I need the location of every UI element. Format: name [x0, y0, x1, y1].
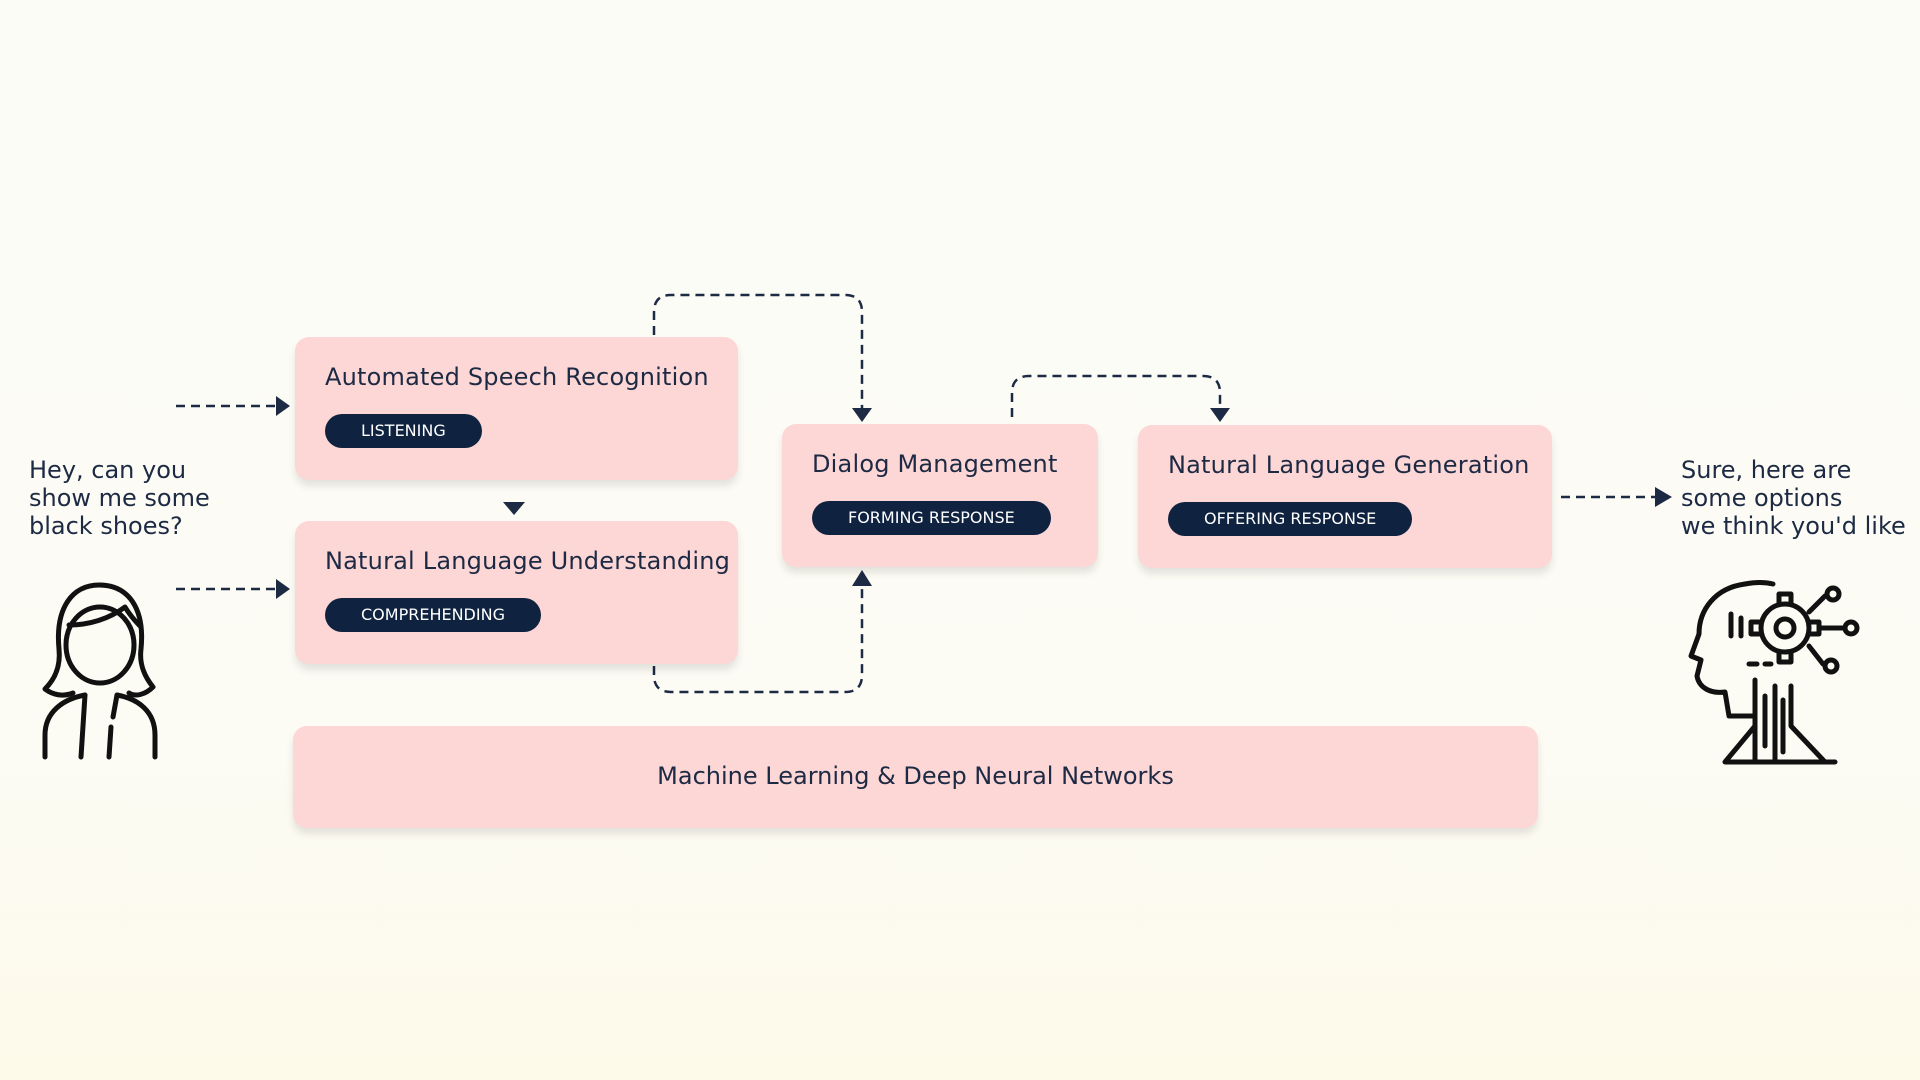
arrowhead: [852, 408, 872, 422]
nlg-badge: OFFERING RESPONSE: [1168, 502, 1413, 536]
arrowhead: [276, 396, 290, 416]
nlu-badge: COMPREHENDING: [325, 598, 541, 632]
ai-head-gear-icon: [1688, 580, 1860, 765]
arrowhead: [1210, 408, 1230, 422]
ml-foundation-box: Machine Learning & Deep Neural Networks: [293, 726, 1538, 828]
asr-title: Automated Speech Recognition: [325, 363, 709, 391]
nlu-box: Natural Language Understanding COMPREHEN…: [295, 521, 738, 664]
arrowhead: [852, 570, 872, 586]
woman-user-icon: [42, 582, 158, 760]
asr-badge: LISTENING: [325, 414, 482, 448]
arrowhead: [1655, 487, 1672, 507]
arrowhead: [276, 579, 290, 599]
nlg-title: Natural Language Generation: [1168, 451, 1530, 479]
asr-box: Automated Speech Recognition LISTENING: [295, 337, 738, 480]
nlu-to-dm-connector: [652, 584, 864, 694]
dm-box: Dialog Management FORMING RESPONSE: [782, 424, 1098, 567]
ml-foundation-label: Machine Learning & Deep Neural Networks: [657, 762, 1174, 790]
nlu-title: Natural Language Understanding: [325, 547, 731, 575]
asr-to-nlu-arrowhead: [503, 502, 525, 515]
dm-to-nlg-connector: [1010, 374, 1222, 417]
dm-title: Dialog Management: [812, 450, 1058, 478]
dm-badge: FORMING RESPONSE: [812, 501, 1051, 535]
nlg-box: Natural Language Generation OFFERING RES…: [1138, 425, 1552, 568]
user-utterance: Hey, can you show me some black shoes?: [29, 456, 210, 540]
assistant-utterance: Sure, here are some options we think you…: [1681, 456, 1906, 540]
asr-to-dm-connector: [652, 293, 864, 410]
